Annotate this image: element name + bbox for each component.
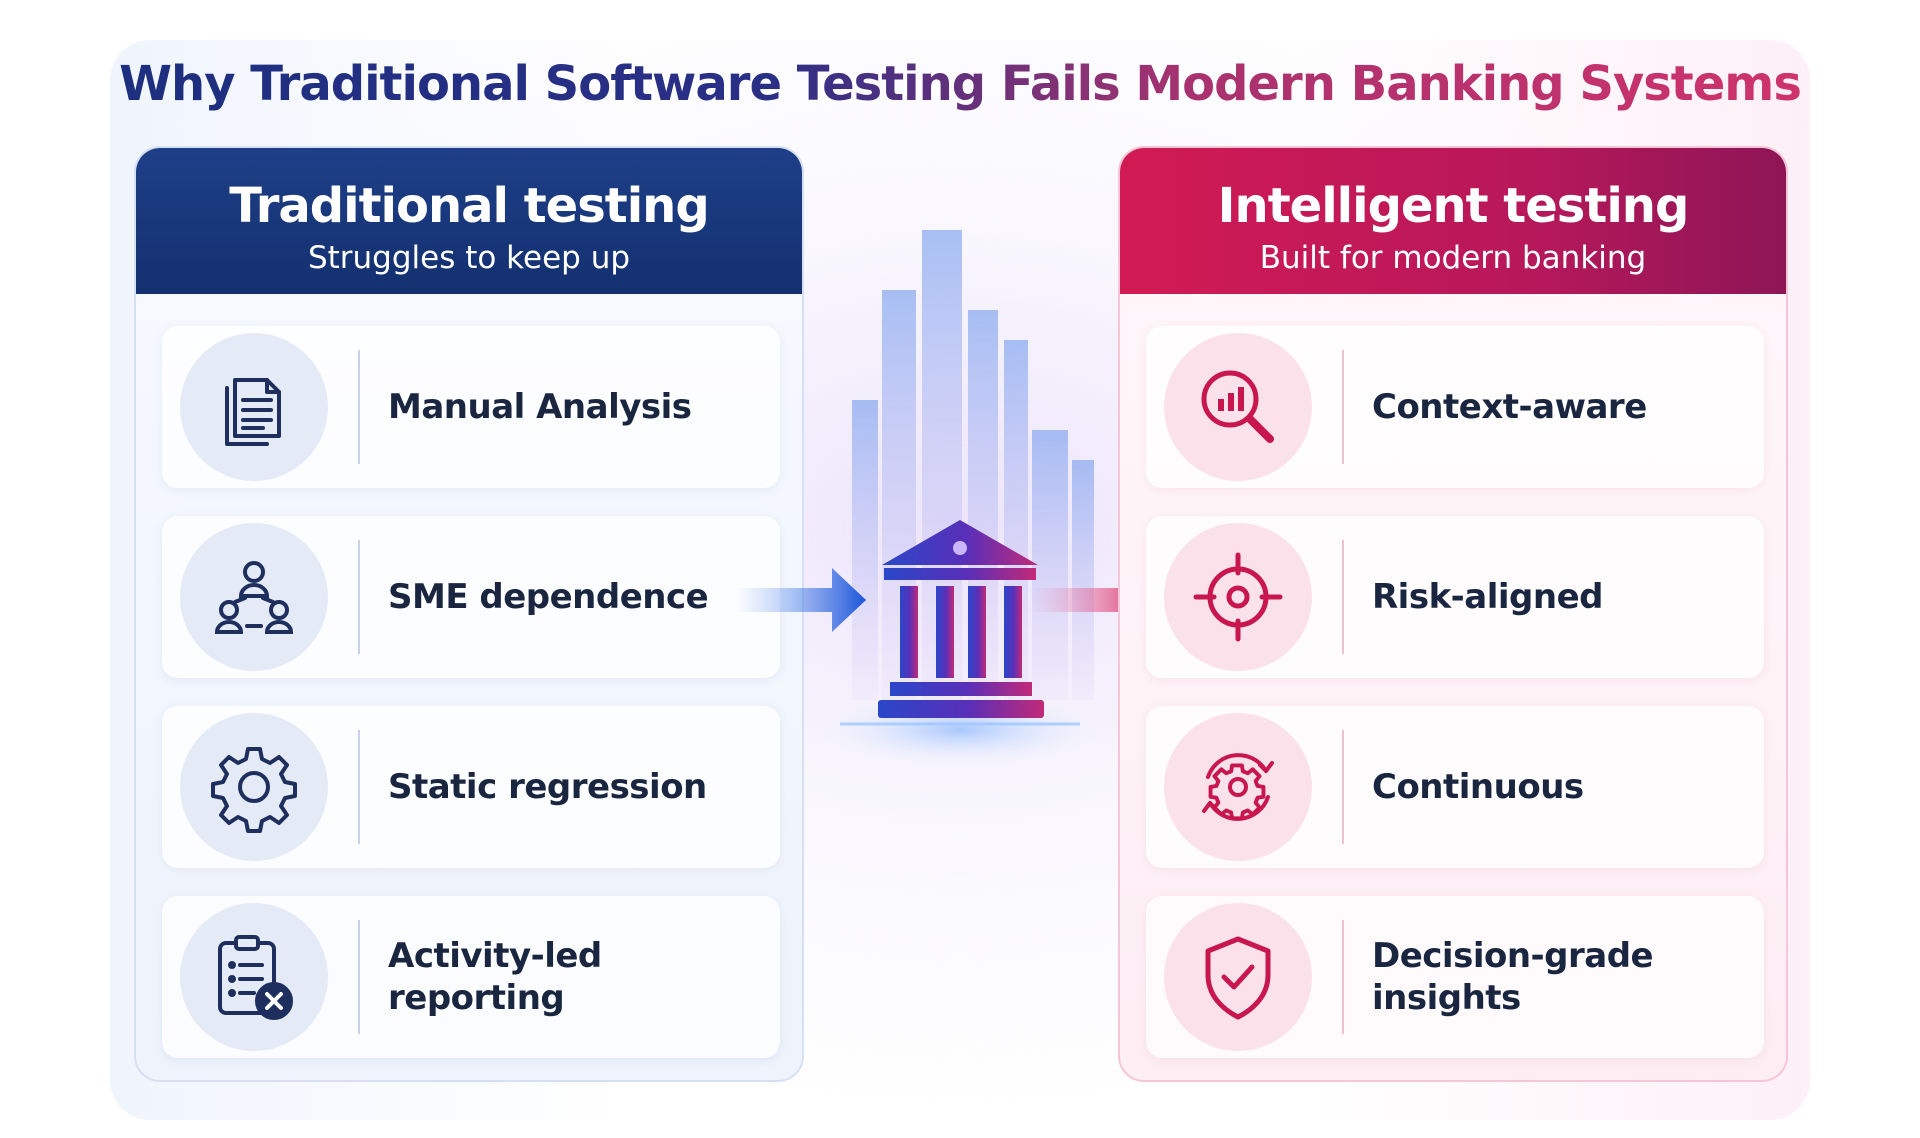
target-icon	[1164, 523, 1312, 671]
item-label: Static regression	[388, 767, 707, 807]
divider	[358, 540, 360, 654]
clipboard-x-icon	[180, 903, 328, 1051]
divider	[1342, 730, 1344, 844]
gear-cycle-icon	[1164, 713, 1312, 861]
intelligent-testing-panel: Intelligent testing Built for modern ban…	[1118, 146, 1788, 1082]
list-item: Decision-grade insights	[1146, 896, 1764, 1058]
panel-header: Traditional testing Struggles to keep up	[136, 148, 802, 294]
divider	[358, 350, 360, 464]
panel-subtitle: Built for modern banking	[1259, 240, 1647, 276]
list-item: Risk-aligned	[1146, 516, 1764, 678]
item-label: Continuous	[1372, 767, 1584, 807]
people-network-icon	[180, 523, 328, 671]
divider	[358, 730, 360, 844]
list-item: Static regression	[162, 706, 780, 868]
gear-icon	[180, 713, 328, 861]
shield-check-icon	[1164, 903, 1312, 1051]
divider	[1342, 920, 1344, 1034]
traditional-testing-panel: Traditional testing Struggles to keep up…	[134, 146, 804, 1082]
magnifier-chart-icon	[1164, 333, 1312, 481]
item-label: Decision-grade insights	[1372, 936, 1654, 1018]
panel-subtitle: Struggles to keep up	[307, 240, 631, 276]
panel-header: Intelligent testing Built for modern ban…	[1120, 148, 1786, 294]
divider	[1342, 350, 1344, 464]
item-label: Manual Analysis	[388, 387, 692, 427]
divider	[1342, 540, 1344, 654]
panel-title: Intelligent testing	[1217, 178, 1690, 234]
bank-icon	[878, 520, 1044, 718]
document-icon	[180, 333, 328, 481]
right-arrow-blue-icon	[736, 568, 866, 632]
list-item: SME dependence	[162, 516, 780, 678]
center-illustration	[800, 230, 1120, 970]
list-item: Activity-led reporting	[162, 896, 780, 1058]
page-title: Why Traditional Software Testing Fails M…	[0, 56, 1920, 112]
list-item: Context-aware	[1146, 326, 1764, 488]
panel-title: Traditional testing	[229, 178, 709, 234]
list-item: Continuous	[1146, 706, 1764, 868]
divider	[358, 920, 360, 1034]
item-label: SME dependence	[388, 577, 709, 617]
item-label: Activity-led reporting	[388, 936, 602, 1018]
list-item: Manual Analysis	[162, 326, 780, 488]
item-label: Risk-aligned	[1372, 577, 1604, 617]
item-label: Context-aware	[1372, 387, 1647, 427]
